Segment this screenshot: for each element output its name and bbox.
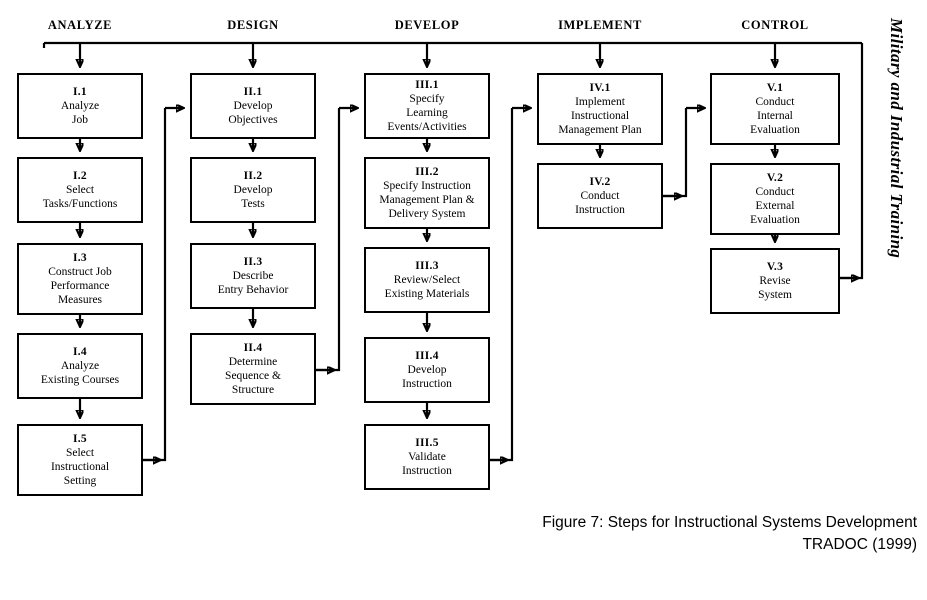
node-label-line: Conduct bbox=[755, 95, 795, 108]
node-label-line: Develop bbox=[233, 183, 273, 196]
node-id: III.4 bbox=[415, 349, 439, 362]
node-label-line: Conduct bbox=[580, 189, 620, 202]
node-label-line: Analyze bbox=[60, 359, 100, 372]
link-ii4-to-iii1 bbox=[316, 108, 357, 370]
link-iii5-to-iv1 bbox=[490, 108, 530, 460]
node-label-line: Construct Job bbox=[48, 265, 112, 278]
node-label-line: Describe bbox=[232, 269, 274, 282]
node-id: I.3 bbox=[72, 251, 87, 264]
node-id: I.2 bbox=[72, 169, 87, 182]
node-label-line: Existing Courses bbox=[40, 374, 120, 386]
column-header-implement: IMPLEMENT bbox=[558, 18, 642, 32]
node-id: III.5 bbox=[415, 436, 439, 449]
node-label-line: Evaluation bbox=[750, 214, 800, 227]
column-header-control: CONTROL bbox=[741, 18, 809, 32]
node-label-line: System bbox=[758, 289, 792, 301]
link-iv2-to-v1 bbox=[663, 108, 704, 196]
node-label-line: Develop bbox=[233, 99, 273, 112]
node-label-line: Job bbox=[72, 114, 88, 126]
node-id: I.5 bbox=[72, 432, 87, 445]
node-id: IV.1 bbox=[589, 81, 611, 94]
node-label-line: Management Plan & bbox=[379, 194, 475, 206]
node-id: II.3 bbox=[243, 255, 263, 268]
node-label-line: Evaluation bbox=[750, 124, 800, 137]
column-header-analyze: ANALYZE bbox=[47, 18, 113, 32]
node-label-line: Performance bbox=[50, 280, 110, 292]
node-label-line: Instructional bbox=[50, 461, 110, 473]
node-id: V.1 bbox=[766, 81, 784, 94]
column-header-design: DESIGN bbox=[227, 18, 279, 32]
top-bus bbox=[42, 41, 862, 66]
node-label-line: Existing Materials bbox=[384, 288, 470, 300]
node-label-line: Specify bbox=[409, 92, 445, 105]
link-i5-to-ii1 bbox=[143, 108, 183, 460]
node-id: I.1 bbox=[72, 85, 87, 98]
node-label-line: Review/Select bbox=[393, 273, 461, 286]
node-label-line: Specify Instruction bbox=[383, 179, 471, 192]
node-label-line: Structure bbox=[231, 384, 275, 397]
node-id: V.3 bbox=[766, 260, 784, 273]
node-id: II.1 bbox=[243, 85, 263, 98]
node-label-line: Tasks/Functions bbox=[42, 198, 118, 210]
node-label-line: Internal bbox=[757, 110, 793, 122]
node-label-line: Instructional bbox=[570, 110, 630, 122]
node-id: V.2 bbox=[766, 171, 784, 184]
node-label-line: Validate bbox=[408, 450, 446, 463]
column-header-develop: DEVELOP bbox=[394, 18, 460, 32]
node-id: II.4 bbox=[243, 341, 263, 354]
node-label-line: Setting bbox=[63, 475, 97, 488]
node-label-line: Revise bbox=[759, 274, 791, 287]
node-label-line: Implement bbox=[575, 95, 625, 108]
node-label-line: Learning bbox=[406, 107, 448, 119]
node-label-line: Instruction bbox=[402, 465, 452, 477]
node-label-line: Sequence & bbox=[225, 370, 281, 382]
side-label-military-industrial-training: Military and Industrial Training bbox=[887, 18, 906, 259]
node-label-line: Events/Activities bbox=[387, 121, 467, 134]
node-label-line: Objectives bbox=[228, 114, 278, 126]
node-id: III.2 bbox=[415, 165, 439, 178]
node-id: III.1 bbox=[415, 78, 439, 91]
figure-caption: Figure 7: Steps for Instructional System… bbox=[430, 512, 917, 557]
node-label-line: External bbox=[755, 200, 795, 212]
node-label-line: Select bbox=[65, 446, 95, 459]
node-label-line: Tests bbox=[241, 198, 265, 210]
node-id: III.3 bbox=[415, 259, 439, 272]
node-label-line: Measures bbox=[57, 294, 103, 307]
node-label-line: Delivery System bbox=[388, 208, 466, 221]
node-id: II.2 bbox=[243, 169, 263, 182]
node-label-line: Instruction bbox=[402, 378, 452, 390]
node-id: IV.2 bbox=[589, 175, 611, 188]
node-label-line: Determine bbox=[228, 355, 278, 368]
node-label-line: Conduct bbox=[755, 185, 795, 198]
caption-line-1: Figure 7: Steps for Instructional System… bbox=[542, 514, 917, 531]
caption-line-2: TRADOC (1999) bbox=[802, 536, 917, 554]
node-id: I.4 bbox=[72, 345, 87, 358]
node-label-line: Management Plan bbox=[558, 124, 642, 137]
link-v3-to-top-bus bbox=[840, 43, 864, 278]
node-label-line: Entry Behavior bbox=[217, 284, 289, 296]
node-label-line: Select bbox=[65, 183, 95, 196]
node-label-line: Develop bbox=[407, 363, 447, 376]
node-label-line: Analyze bbox=[60, 99, 100, 112]
node-label-line: Instruction bbox=[575, 204, 625, 216]
